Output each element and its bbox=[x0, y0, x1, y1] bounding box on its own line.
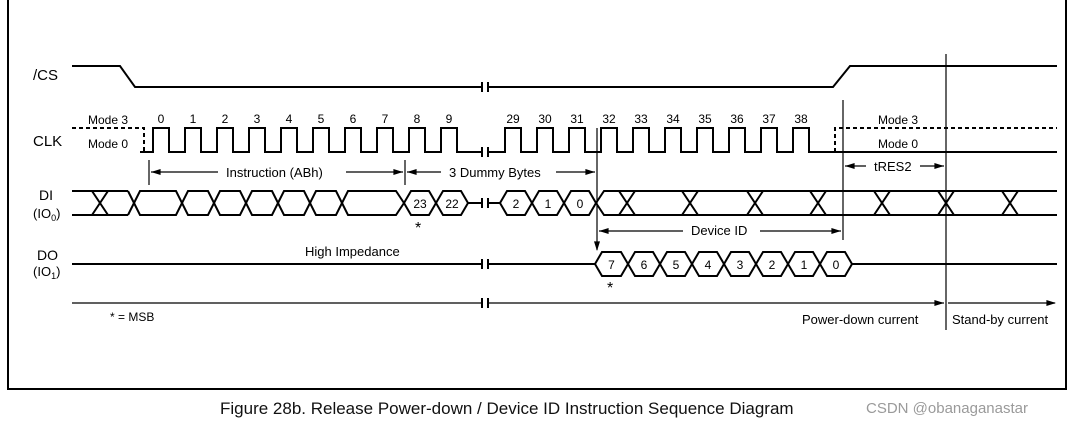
di-sub-label: (IO0) bbox=[33, 206, 60, 223]
clock-number: 1 bbox=[190, 112, 197, 126]
clock-number: 36 bbox=[730, 112, 744, 126]
tres2-arrow-left bbox=[845, 163, 855, 169]
do-bit-label: 5 bbox=[673, 258, 680, 272]
dummy-arrow-left bbox=[407, 169, 417, 175]
di-sub-index: 0 bbox=[51, 213, 56, 223]
device-id-arrowhead bbox=[594, 241, 600, 251]
do-sub-close: ) bbox=[56, 264, 60, 279]
do-bit-label: 2 bbox=[769, 258, 776, 272]
di-dont-care bbox=[809, 190, 827, 216]
clock-number: 7 bbox=[382, 112, 389, 126]
clock-number: 32 bbox=[602, 112, 616, 126]
instruction-span-label: Instruction (ABh) bbox=[226, 165, 323, 180]
clock-number: 3 bbox=[254, 112, 261, 126]
clk-waveform-part2 bbox=[488, 127, 820, 153]
device-id-arrow-right bbox=[831, 228, 841, 234]
di-sub-close: ) bbox=[56, 206, 60, 221]
clock-number: 38 bbox=[794, 112, 808, 126]
di-bit-label: 23 bbox=[413, 197, 427, 211]
clock-number: 4 bbox=[286, 112, 293, 126]
clk-mode3-line-right bbox=[834, 127, 1057, 152]
high-impedance-label: High Impedance bbox=[305, 244, 400, 259]
di-dont-care bbox=[618, 190, 636, 216]
tres2-label: tRES2 bbox=[874, 159, 912, 174]
clock-number: 31 bbox=[570, 112, 584, 126]
diagram-frame bbox=[7, 0, 1067, 390]
di-dont-care bbox=[1001, 190, 1019, 216]
dummy-arrow-right bbox=[585, 169, 595, 175]
mode3-label-left: Mode 3 bbox=[88, 113, 128, 127]
device-id-arrow-left bbox=[599, 228, 609, 234]
clock-number: 34 bbox=[666, 112, 680, 126]
instruction-arrow-left bbox=[151, 169, 161, 175]
di-instruction-wave bbox=[127, 190, 405, 216]
clock-number: 5 bbox=[318, 112, 325, 126]
power-down-arrow bbox=[934, 300, 944, 306]
clock-number: 0 bbox=[158, 112, 165, 126]
msb-star-do: * bbox=[607, 280, 613, 297]
tres2-arrow-right bbox=[934, 163, 944, 169]
clock-number: 8 bbox=[414, 112, 421, 126]
clock-number: 37 bbox=[762, 112, 776, 126]
cs-label: /CS bbox=[33, 67, 58, 84]
di-dont-care bbox=[873, 190, 891, 216]
power-down-current-label: Power-down current bbox=[802, 312, 919, 327]
di-bit-label: 22 bbox=[445, 197, 459, 211]
di-dont-care-line bbox=[595, 202, 1057, 216]
instruction-arrow-right bbox=[393, 169, 403, 175]
clock-number: 29 bbox=[506, 112, 520, 126]
di-label: DI bbox=[39, 187, 53, 203]
di-instruction-wave bbox=[127, 190, 405, 216]
clk-waveform-part1 bbox=[140, 127, 482, 153]
di-sub-open: (IO bbox=[33, 206, 51, 221]
cs-waveform-2 bbox=[488, 65, 1057, 88]
di-dont-care-line bbox=[595, 190, 1057, 204]
do-sub-label: (IO1) bbox=[33, 264, 60, 281]
clk-mode3-line bbox=[72, 127, 145, 152]
do-sub-index: 1 bbox=[51, 271, 56, 281]
msb-star-di: * bbox=[415, 220, 421, 237]
dummy-span-label: 3 Dummy Bytes bbox=[449, 165, 541, 180]
di-dont-care bbox=[91, 190, 109, 216]
di-bit-label: 0 bbox=[577, 197, 584, 211]
di-dont-care bbox=[681, 190, 699, 216]
clock-number: 2 bbox=[222, 112, 229, 126]
clock-number: 35 bbox=[698, 112, 712, 126]
di-bit-label: 1 bbox=[545, 197, 552, 211]
do-bit-label: 6 bbox=[641, 258, 648, 272]
do-bit-label: 0 bbox=[833, 258, 840, 272]
do-label: DO bbox=[37, 247, 58, 263]
do-bit-label: 7 bbox=[608, 258, 615, 272]
standby-arrow bbox=[1046, 300, 1056, 306]
cs-waveform bbox=[72, 65, 482, 88]
di-dont-care bbox=[746, 190, 764, 216]
mode3-label-right: Mode 3 bbox=[878, 113, 918, 127]
clock-number: 9 bbox=[446, 112, 453, 126]
device-id-span-label: Device ID bbox=[691, 223, 747, 238]
mode0-label-right: Mode 0 bbox=[878, 137, 918, 151]
do-sub-open: (IO bbox=[33, 264, 51, 279]
mode0-label-left: Mode 0 bbox=[88, 137, 128, 151]
clock-number: 33 bbox=[634, 112, 648, 126]
figure-caption: Figure 28b. Release Power-down / Device … bbox=[220, 399, 794, 418]
standby-current-label: Stand-by current bbox=[952, 312, 1048, 327]
msb-note: * = MSB bbox=[110, 310, 154, 324]
do-bit-label: 4 bbox=[705, 258, 712, 272]
clock-number: 30 bbox=[538, 112, 552, 126]
watermark: CSDN @obanaganastar bbox=[866, 400, 1028, 417]
clock-number: 6 bbox=[350, 112, 357, 126]
di-bit-label: 2 bbox=[513, 197, 520, 211]
do-bit-label: 3 bbox=[737, 258, 744, 272]
clk-label: CLK bbox=[33, 133, 62, 150]
do-bit-label: 1 bbox=[801, 258, 808, 272]
